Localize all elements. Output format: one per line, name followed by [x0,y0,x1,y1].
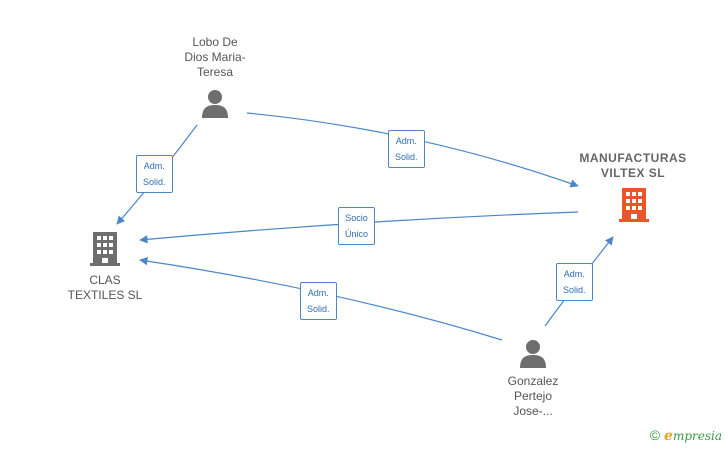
edge-label-lobo-clas: Adm. Solid. [136,155,173,193]
node-label-lobo[interactable]: Lobo De Dios Maria- Teresa [184,35,246,79]
brand-initial: e [664,428,673,444]
brand-name: mpresia [672,429,722,443]
brand-watermark: ©empresia [650,427,722,444]
copyright-symbol: © [649,427,661,443]
edge-label-lobo-manufacturas: Adm. Solid. [388,130,425,168]
person-icon[interactable] [518,338,548,368]
node-label-clas[interactable]: CLAS TEXTILES SL [67,273,143,302]
building-icon[interactable] [619,188,649,222]
edge-label-gonzalez-manufacturas: Adm. Solid. [556,263,593,301]
person-icon[interactable] [200,88,230,118]
building-icon[interactable] [90,232,120,266]
edge-label-gonzalez-clas: Adm. Solid. [300,282,337,320]
edge-label-manufacturas-clas: Socio Único [338,207,376,245]
node-label-manufacturas[interactable]: MANUFACTURAS VILTEX SL [579,151,687,180]
node-label-gonzalez[interactable]: Gonzalez Pertejo Jose-... [507,374,559,418]
